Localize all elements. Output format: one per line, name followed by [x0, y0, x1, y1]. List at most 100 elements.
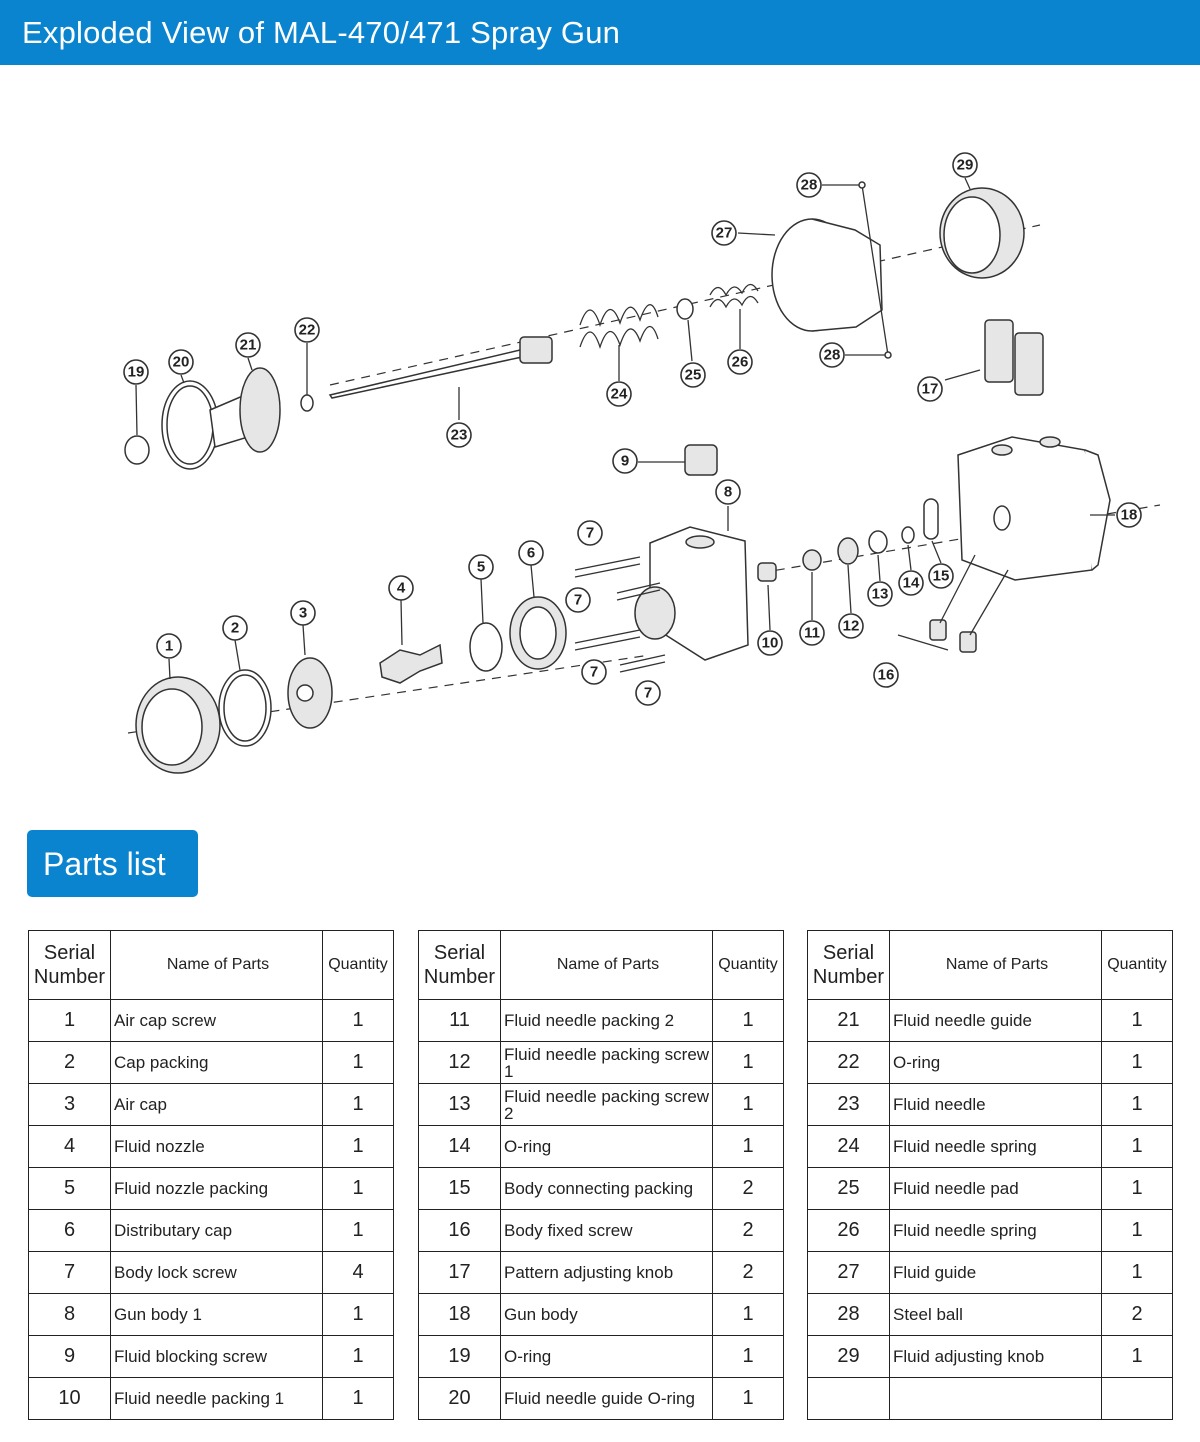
header-serial: Serial Number [28, 930, 111, 1000]
serial-cell: 27 [807, 1251, 890, 1294]
header-name: Name of Parts [500, 930, 713, 1000]
callout-21: 21 [235, 332, 261, 358]
serial-cell: 29 [807, 1335, 890, 1378]
callout-13: 13 [867, 581, 893, 607]
serial-cell: 19 [418, 1335, 501, 1378]
callout-label: 4 [397, 580, 406, 597]
header-serial: Serial Number [418, 930, 501, 1000]
callout-9: 9 [612, 448, 638, 474]
callout-7d: 7 [635, 680, 661, 706]
callout-label: 22 [299, 322, 316, 339]
parts-list-title: Parts list [43, 846, 166, 882]
quantity-cell: 1 [712, 999, 784, 1042]
quantity-cell: 1 [322, 1335, 394, 1378]
header-quantity: Quantity [1101, 930, 1173, 1000]
serial-cell: 25 [807, 1167, 890, 1210]
serial-cell: 16 [418, 1209, 501, 1252]
callout-20: 20 [168, 349, 194, 375]
quantity-cell: 1 [1101, 1209, 1173, 1252]
quantity-cell: 1 [1101, 1335, 1173, 1378]
parts-list-heading: Parts list [27, 830, 198, 897]
name-cell: Fluid needle guide [889, 999, 1102, 1042]
callout-label: 14 [903, 575, 920, 592]
name-cell: Fluid needle packing 1 [110, 1377, 323, 1420]
callout-label: 26 [732, 354, 749, 371]
serial-cell: 26 [807, 1209, 890, 1252]
callout-label: 12 [843, 618, 860, 635]
name-cell: Fluid needle guide O-ring [500, 1377, 713, 1420]
page-header: Exploded View of MAL-470/471 Spray Gun [0, 0, 1200, 65]
callout-10: 10 [757, 630, 783, 656]
name-cell: Gun body 1 [110, 1293, 323, 1336]
callout-2: 2 [222, 615, 248, 641]
quantity-cell: 1 [712, 1293, 784, 1336]
name-cell: Fluid needle [889, 1083, 1102, 1126]
exploded-view-diagram: 1 2 3 4 5 6 7 7 7 7 8 9 10 11 12 13 14 1… [0, 65, 1200, 825]
callout-25: 25 [680, 362, 706, 388]
header-quantity: Quantity [712, 930, 784, 1000]
serial-cell [807, 1377, 890, 1420]
callout-7c: 7 [581, 659, 607, 685]
callout-4: 4 [388, 575, 414, 601]
quantity-cell: 1 [712, 1335, 784, 1378]
callout-23: 23 [446, 422, 472, 448]
serial-cell: 5 [28, 1167, 111, 1210]
callout-3: 3 [290, 600, 316, 626]
quantity-cell: 1 [712, 1083, 784, 1126]
serial-cell: 2 [28, 1041, 111, 1084]
name-cell: Steel ball [889, 1293, 1102, 1336]
name-cell: Cap packing [110, 1041, 323, 1084]
callout-label: 10 [762, 635, 779, 652]
callout-29: 29 [952, 152, 978, 178]
quantity-cell: 1 [322, 1209, 394, 1252]
name-cell: Fluid needle spring [889, 1209, 1102, 1252]
name-cell: Gun body [500, 1293, 713, 1336]
callout-24: 24 [606, 381, 632, 407]
callout-label: 7 [586, 525, 594, 542]
callout-label: 27 [716, 225, 733, 242]
callout-18: 18 [1116, 502, 1142, 528]
callout-16: 16 [873, 662, 899, 688]
serial-cell: 3 [28, 1083, 111, 1126]
callout-22: 22 [294, 317, 320, 343]
quantity-cell: 1 [1101, 1251, 1173, 1294]
serial-cell: 4 [28, 1125, 111, 1168]
callout-label: 11 [804, 625, 820, 642]
callout-6: 6 [518, 540, 544, 566]
quantity-cell: 2 [1101, 1293, 1173, 1336]
name-cell: Fluid blocking screw [110, 1335, 323, 1378]
serial-cell: 15 [418, 1167, 501, 1210]
callout-label: 6 [527, 545, 535, 562]
callout-label: 9 [621, 453, 629, 470]
quantity-cell: 1 [322, 1377, 394, 1420]
quantity-cell: 1 [322, 1167, 394, 1210]
callout-19: 19 [123, 359, 149, 385]
quantity-cell: 1 [1101, 999, 1173, 1042]
name-cell: Fluid needle spring [889, 1125, 1102, 1168]
quantity-cell: 2 [712, 1167, 784, 1210]
callout-label: 19 [128, 364, 145, 381]
callout-label: 7 [644, 685, 652, 702]
quantity-cell: 1 [1101, 1167, 1173, 1210]
serial-cell: 22 [807, 1041, 890, 1084]
callout-label: 2 [231, 620, 239, 637]
quantity-cell: 1 [322, 1041, 394, 1084]
callout-label: 7 [574, 592, 582, 609]
name-cell: Body fixed screw [500, 1209, 713, 1252]
serial-cell: 23 [807, 1083, 890, 1126]
name-cell: O-ring [500, 1125, 713, 1168]
